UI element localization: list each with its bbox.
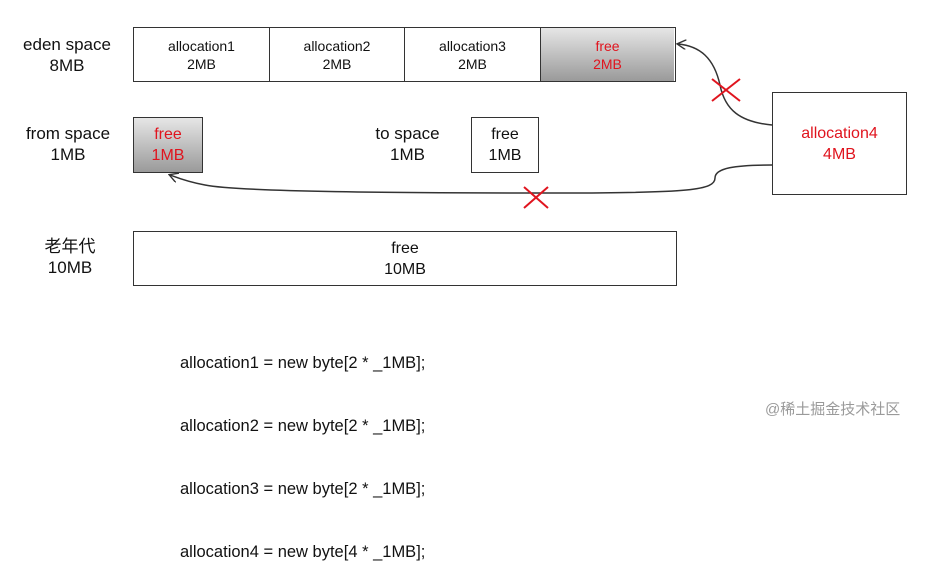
to-space-cell-name: free <box>491 126 519 143</box>
eden-space-title: eden space <box>23 35 111 54</box>
watermark: @稀土掘金技术社区 <box>765 401 901 418</box>
old-gen-cell-free: free 10MB <box>134 232 676 285</box>
from-space-size: 1MB <box>50 145 86 164</box>
from-space-label: from space 1MB <box>8 123 128 165</box>
from-space-cell-free: free 1MB <box>134 118 202 172</box>
allocation4-cell: allocation4 4MB <box>773 93 906 194</box>
code-line: allocation4 = new byte[4 * _1MB]; <box>180 543 426 561</box>
to-space-size: 1MB <box>390 145 425 164</box>
eden-cell-size: 2MB <box>458 55 487 72</box>
arrow-to-from-space <box>170 164 773 194</box>
eden-cell-name: allocation1 <box>168 37 235 54</box>
old-gen-cell-name: free <box>391 239 419 257</box>
eden-space-box: allocation1 2MB allocation2 2MB allocati… <box>133 27 676 82</box>
arrow-to-eden-free <box>678 44 773 126</box>
to-space-label: to space 1MB <box>360 123 455 165</box>
eden-cell-name: allocation2 <box>303 37 371 54</box>
code-line: allocation3 = new byte[2 * _1MB]; <box>180 480 426 498</box>
old-gen-cell-size: 10MB <box>384 260 426 278</box>
allocation4-size: 4MB <box>823 145 856 163</box>
eden-space-size: 8MB <box>49 56 85 75</box>
to-space-cell-free: free 1MB <box>472 118 538 172</box>
old-gen-label: 老年代 10MB <box>20 236 120 278</box>
from-space-cell-size: 1MB <box>151 147 185 164</box>
old-gen-title: 老年代 <box>44 237 96 256</box>
code-line: allocation2 = new byte[2 * _1MB]; <box>180 417 426 435</box>
old-gen-box: free 10MB <box>133 231 677 286</box>
eden-cell-name: free <box>595 37 620 54</box>
eden-cell-free: free 2MB <box>540 28 674 81</box>
cross-mark-from-space <box>523 186 549 209</box>
eden-cell-allocation2: allocation2 2MB <box>269 28 404 81</box>
from-space-cell-name: free <box>154 126 182 143</box>
allocation4-box: allocation4 4MB <box>772 92 907 195</box>
eden-space-label: eden space 8MB <box>8 34 126 76</box>
from-space-box: free 1MB <box>133 117 203 173</box>
eden-cell-name: allocation3 <box>439 37 506 54</box>
eden-cell-size: 2MB <box>322 55 352 72</box>
arrows-layer <box>0 0 773 209</box>
cross-mark-eden <box>711 78 741 102</box>
to-space-title: to space <box>375 124 440 143</box>
eden-cell-allocation3: allocation3 2MB <box>404 28 540 81</box>
code-line: allocation1 = new byte[2 * _1MB]; <box>180 354 426 372</box>
from-space-title: from space <box>25 124 111 143</box>
eden-cell-size: 2MB <box>187 55 216 72</box>
to-space-cell-size: 1MB <box>488 147 522 164</box>
eden-cell-allocation1: allocation1 2MB <box>134 28 269 81</box>
to-space-box: free 1MB <box>471 117 539 173</box>
allocation4-name: allocation4 <box>801 124 878 142</box>
old-gen-size: 10MB <box>47 258 93 277</box>
eden-cell-size: 2MB <box>593 55 622 72</box>
